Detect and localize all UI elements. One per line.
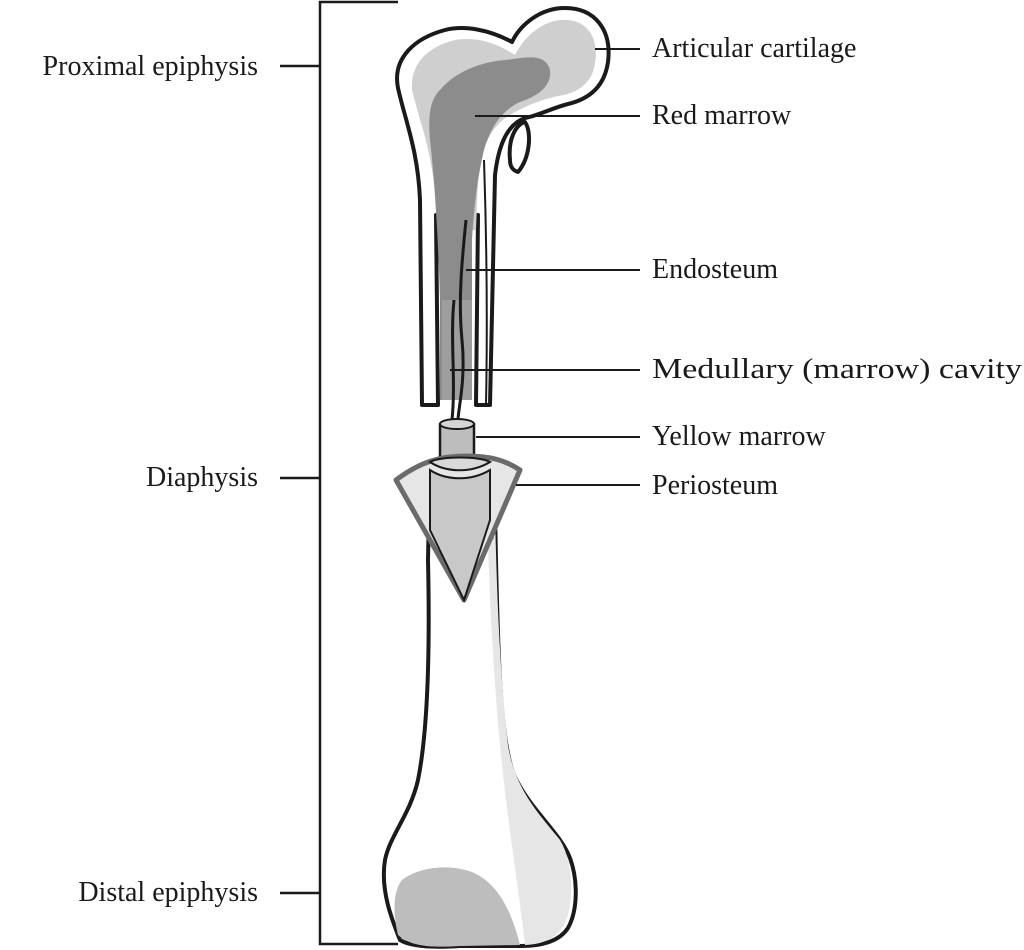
label-endosteum: Endosteum: [652, 254, 778, 285]
label-articular-cartilage: Articular cartilage: [652, 33, 856, 64]
region-bracket: [280, 0, 398, 946]
label-medullary-cavity: Medullary (marrow) cavity: [652, 354, 1022, 385]
labels: Proximal epiphysis Diaphysis Distal epip…: [43, 33, 1022, 908]
periosteum-wedge: [393, 453, 523, 603]
label-proximal-epiphysis: Proximal epiphysis: [43, 51, 258, 82]
label-yellow-marrow: Yellow marrow: [652, 421, 826, 452]
proximal-bone-section: [395, 6, 611, 421]
label-red-marrow: Red marrow: [652, 100, 792, 131]
label-distal-epiphysis: Distal epiphysis: [78, 877, 258, 908]
label-periosteum: Periosteum: [652, 470, 778, 501]
endosteum-thread: [456, 219, 468, 421]
leader-lines: [450, 48, 640, 486]
label-diaphysis: Diaphysis: [146, 462, 258, 493]
